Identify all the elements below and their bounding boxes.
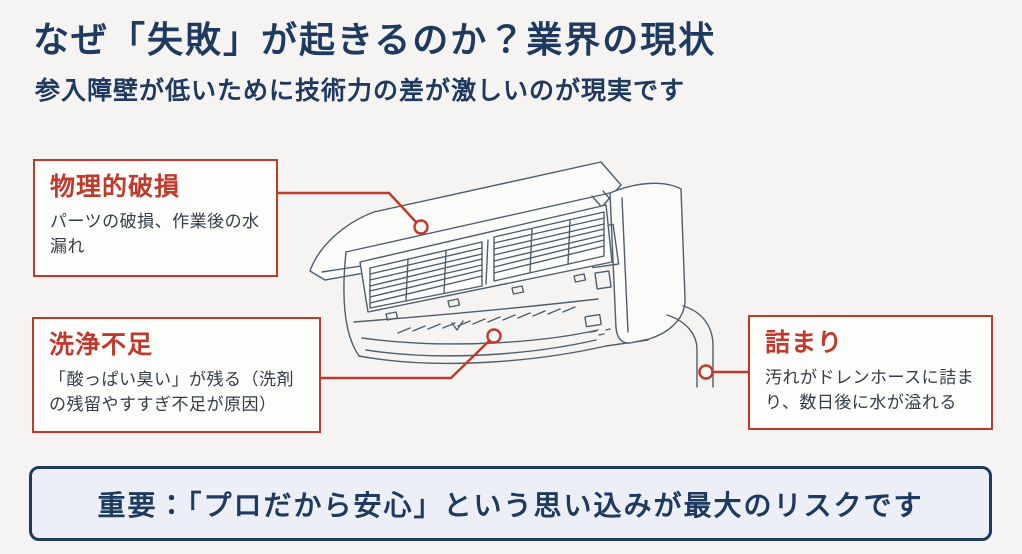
callout-insufficient-cleaning-title: 洗浄不足 [49, 331, 154, 359]
callout-clogging-body: 汚れがドレンホースに詰まり、数日後に水が溢れる [765, 367, 975, 412]
callout-physical-damage-body: パーツの破損、作業後の水漏れ [50, 211, 260, 256]
callout-connector-physical-damage [278, 191, 417, 223]
ac-body [345, 192, 611, 253]
ac-drain-hose [682, 305, 714, 388]
callout-physical-damage-title: 物理的破損 [50, 173, 181, 201]
callout-clogging: 詰まり 汚れがドレンホースに詰まり、数日後に水が溢れる [748, 315, 993, 430]
page-title: なぜ「失敗」が起きるのか？業界の現状 [33, 19, 717, 60]
callout-physical-damage: 物理的破損 パーツの破損、作業後の水漏れ [33, 159, 278, 277]
ac-outlet-louvers [353, 298, 599, 323]
ac-open-panel [309, 161, 622, 281]
page-subtitle: 参入障壁が低いために技術力の差が激しいのが現実です [35, 77, 686, 105]
callout-connector-insufficient-cleaning [321, 340, 490, 380]
callout-marker-insufficient-cleaning [486, 328, 502, 344]
callout-insufficient-cleaning: 洗浄不足 「酸っぱい臭い」が残る（洗剤の残留やすすぎ不足が原因） [32, 317, 321, 433]
ac-filter-grille [359, 204, 613, 313]
callout-marker-physical-damage [413, 219, 429, 235]
ac-end-cap [609, 182, 686, 344]
ac-display [584, 313, 602, 328]
callout-clogging-title: 詰まり [765, 329, 844, 357]
callout-marker-clogging [698, 364, 714, 380]
callout-insufficient-cleaning-body: 「酸っぱい臭い」が残る（洗剤の残留やすすぎ不足が原因） [49, 369, 294, 414]
key-message-banner: 重要：「プロだから安心」という思い込みが最大のリスクです [29, 466, 992, 541]
key-message-text: 重要：「プロだから安心」という思い込みが最大のリスクです [97, 489, 924, 521]
